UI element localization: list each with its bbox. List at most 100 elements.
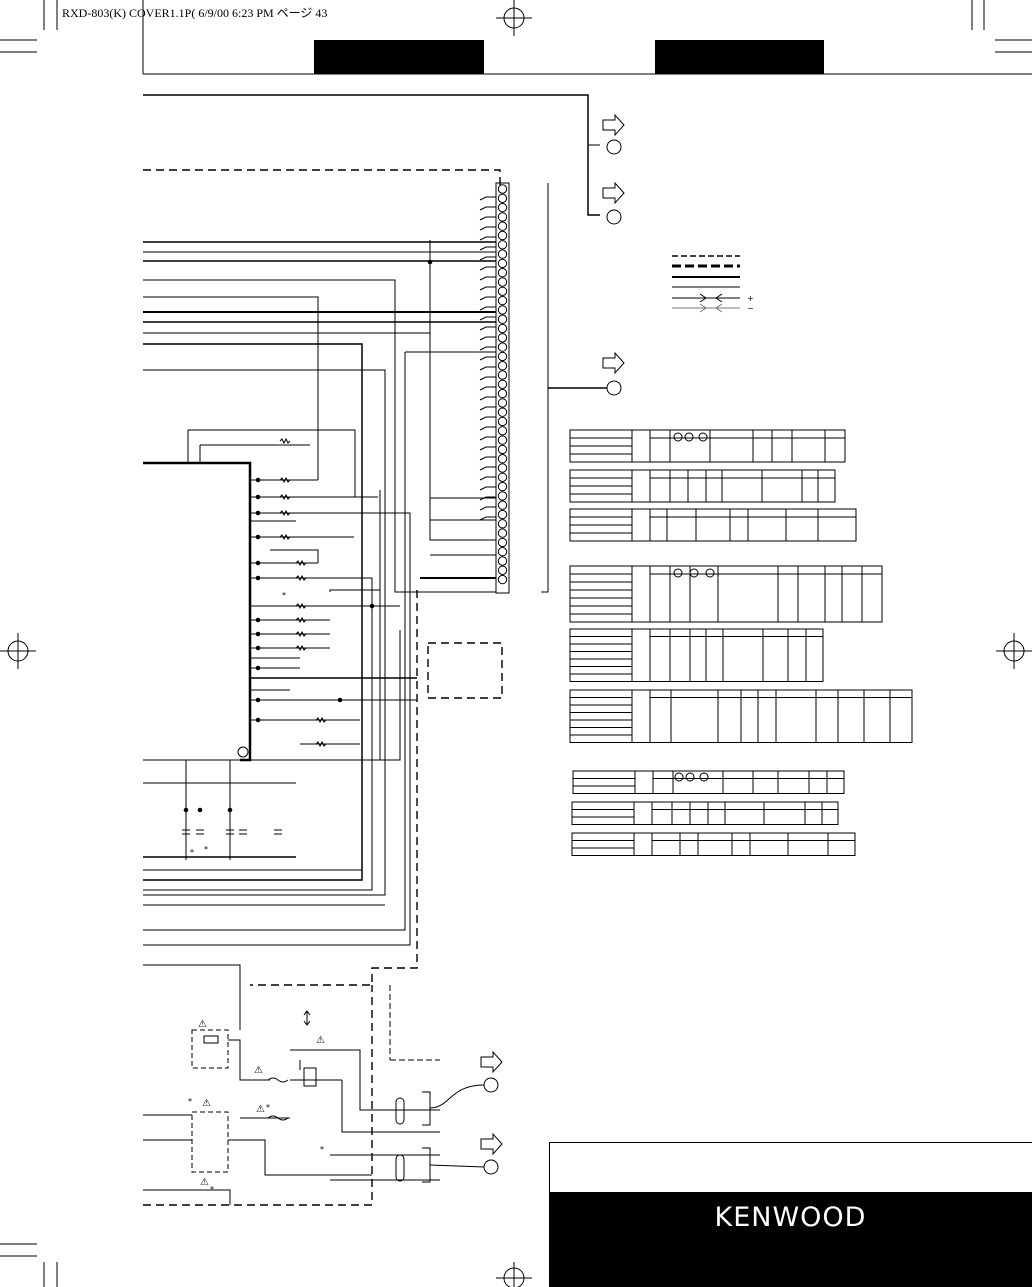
connector-pin bbox=[497, 202, 508, 213]
off-page-arrow-5 bbox=[480, 1132, 503, 1156]
spec-table bbox=[571, 801, 839, 825]
connector-pin bbox=[497, 333, 508, 343]
junction-dot bbox=[227, 807, 233, 813]
connector-lead bbox=[479, 216, 496, 221]
header-tab-left bbox=[314, 40, 484, 74]
off-page-arrow-3 bbox=[602, 351, 625, 375]
asterisk-mark-6: * bbox=[320, 1145, 324, 1154]
resistor-symbol bbox=[295, 630, 307, 638]
connector-lead bbox=[479, 326, 496, 331]
line-legend bbox=[672, 255, 740, 313]
asterisk-mark-3: * bbox=[204, 845, 208, 854]
junction-dot bbox=[255, 510, 261, 516]
junction-dot bbox=[255, 560, 261, 566]
spec-table-mark bbox=[674, 772, 684, 782]
connector-pin bbox=[497, 342, 508, 352]
connector-pin bbox=[497, 407, 508, 417]
connector-pin bbox=[497, 361, 508, 371]
footer-rule-left bbox=[549, 1142, 550, 1192]
connector-pin bbox=[497, 519, 508, 529]
asterisk-mark-1: * bbox=[282, 591, 286, 600]
connector-lead bbox=[479, 206, 496, 211]
spec-table-mark bbox=[699, 772, 709, 782]
connector-lead bbox=[479, 256, 496, 261]
spec-table-mark bbox=[685, 772, 695, 782]
connector-pin bbox=[497, 388, 508, 399]
connector-lead bbox=[479, 286, 496, 291]
connector-pin bbox=[497, 184, 508, 194]
resistor-symbol bbox=[295, 559, 307, 567]
connector-lead bbox=[479, 486, 496, 491]
spec-table-mark bbox=[673, 432, 683, 442]
resistor-symbol bbox=[295, 574, 307, 582]
junction-dot bbox=[369, 603, 375, 609]
connector-pin bbox=[497, 258, 508, 269]
resistor-symbol bbox=[279, 437, 291, 445]
spec-table-mark bbox=[705, 568, 715, 578]
junction-dot bbox=[427, 259, 433, 265]
top-bus bbox=[143, 94, 622, 593]
junction-dot bbox=[337, 697, 343, 703]
footer-rule bbox=[549, 1142, 1032, 1143]
connector-pin bbox=[497, 370, 508, 380]
junction-dot bbox=[255, 697, 261, 703]
connector-lead bbox=[479, 306, 496, 311]
connector-lead bbox=[479, 236, 496, 241]
connector-pin bbox=[497, 277, 508, 287]
caution-mark-5: ⚠ bbox=[256, 1104, 265, 1115]
connector-lead bbox=[479, 476, 496, 481]
connector-pin bbox=[497, 528, 508, 538]
connector-pin bbox=[497, 212, 508, 222]
connector-pin bbox=[497, 221, 508, 231]
spec-tables bbox=[569, 429, 913, 856]
connector-lead bbox=[479, 356, 496, 361]
connector-pin bbox=[497, 286, 508, 296]
connector-pin bbox=[497, 268, 508, 278]
header-tab-right bbox=[655, 40, 824, 74]
connector-lead bbox=[479, 516, 496, 521]
legend-plus: + bbox=[747, 294, 754, 303]
resistor-symbol bbox=[315, 716, 327, 724]
asterisk-mark-7: * bbox=[210, 1185, 214, 1194]
spec-table-mark bbox=[689, 568, 699, 578]
connector-lead bbox=[479, 196, 496, 201]
connector-pin bbox=[497, 193, 508, 204]
connector-pin bbox=[497, 547, 508, 557]
connector-pin bbox=[497, 249, 508, 259]
connector-lead bbox=[479, 456, 496, 461]
connector-pin bbox=[497, 240, 508, 250]
connector-lead bbox=[479, 336, 496, 341]
junction-dot bbox=[197, 807, 203, 813]
connector-lead bbox=[479, 266, 496, 271]
connector-lead bbox=[479, 386, 496, 391]
connector-pin bbox=[497, 323, 508, 334]
connector-lead bbox=[479, 426, 496, 431]
resistor-symbol bbox=[279, 493, 291, 501]
junction-dot bbox=[255, 631, 261, 637]
connector-pin bbox=[497, 481, 508, 492]
test-point bbox=[237, 746, 249, 758]
wiring bbox=[143, 240, 496, 1030]
junction-dot bbox=[255, 665, 261, 671]
asterisk-mark-2: * bbox=[190, 848, 194, 857]
off-page-arrow-4 bbox=[480, 1050, 503, 1074]
connector-pin bbox=[497, 379, 508, 389]
connector-pin bbox=[497, 491, 508, 501]
connector-pin bbox=[497, 472, 508, 482]
connector-pin bbox=[497, 230, 508, 241]
junction-dot bbox=[255, 645, 261, 651]
connector-pin bbox=[497, 509, 508, 520]
caution-mark-3: ⚠ bbox=[254, 1065, 263, 1076]
spec-table-mark bbox=[684, 432, 694, 442]
connector-pin bbox=[497, 351, 508, 362]
footer-panel bbox=[549, 1192, 1032, 1287]
connector-pin bbox=[497, 305, 508, 315]
spec-table bbox=[571, 832, 856, 856]
connector-pin bbox=[497, 565, 508, 575]
board-outline bbox=[143, 169, 503, 1206]
caution-mark-6: ⚠ bbox=[200, 1177, 209, 1188]
off-page-arrow-2 bbox=[602, 181, 625, 205]
connector-lead bbox=[479, 406, 496, 411]
